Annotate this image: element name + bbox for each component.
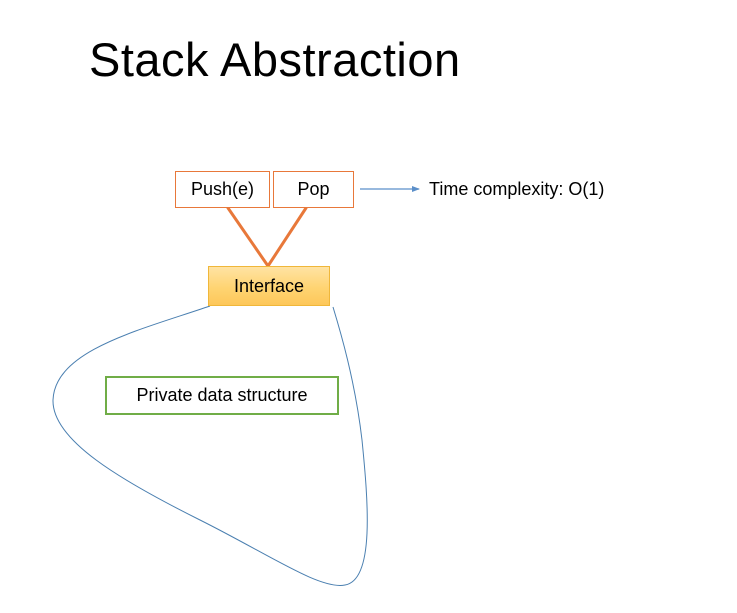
private-data-structure-label: Private data structure [136, 385, 308, 405]
time-complexity-label: Time complexity: O(1) [429, 179, 605, 199]
pop-connector-line [266, 206, 308, 268]
push-operation-label: Push(e) [190, 179, 255, 199]
interface-box: Interface [208, 266, 330, 306]
push-connector-line [226, 206, 270, 268]
slide-title: Stack Abstraction [89, 33, 461, 86]
enclosure-curve [52, 305, 368, 586]
push-operation-box: Push(e) [175, 171, 270, 208]
pop-operation-box: Pop [273, 171, 354, 208]
interface-label: Interface [233, 275, 305, 296]
pop-operation-label: Pop [297, 179, 330, 199]
private-data-structure-box: Private data structure [105, 376, 339, 415]
